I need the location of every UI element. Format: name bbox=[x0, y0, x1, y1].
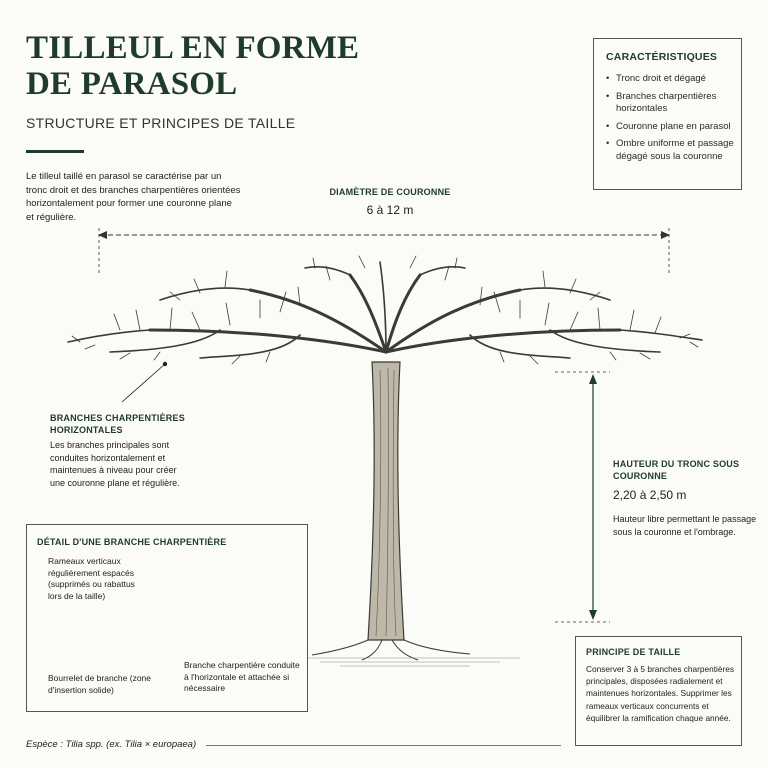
pruning-text: Conserver 3 à 5 branches charpentières p… bbox=[586, 663, 736, 724]
species-caption: Espèce : Tilia spp. (ex. Tilia × europae… bbox=[26, 739, 196, 750]
page-title: TILLEUL EN FORME DE PARASOL bbox=[26, 30, 386, 102]
crown-diameter-value: 6 à 12 m bbox=[300, 203, 480, 217]
list-item: Tronc droit et dégagé bbox=[606, 73, 736, 86]
trunk-height-dimension bbox=[555, 372, 610, 622]
trunk-height-value: 2,20 à 2,50 m bbox=[613, 488, 686, 502]
ground bbox=[300, 658, 520, 666]
list-item: Ombre uniforme et passage dégagé sous la… bbox=[606, 138, 736, 163]
branches-text: Les branches principales sont conduites … bbox=[50, 439, 190, 489]
characteristics-list: Tronc droit et dégagé Branches charpenti… bbox=[606, 73, 736, 168]
footer-divider bbox=[206, 745, 561, 746]
characteristics-heading: CARACTÉRISTIQUES bbox=[606, 51, 717, 63]
trunk-height-label: HAUTEUR DU TRONC SOUS COURONNE bbox=[613, 458, 743, 482]
list-item: Branches charpentières horizontales bbox=[606, 91, 736, 116]
crown-diameter-label: DIAMÈTRE DE COURONNE bbox=[300, 187, 480, 197]
characteristics-box: CARACTÉRISTIQUES Tronc droit et dégagé B… bbox=[593, 38, 742, 190]
page-subtitle: STRUCTURE ET PRINCIPES DE TAILLE bbox=[26, 115, 295, 131]
tree-trunk bbox=[312, 362, 470, 660]
pruning-principle-box: PRINCIPE DE TAILLE Conserver 3 à 5 branc… bbox=[575, 636, 742, 746]
detail-rameaux-label: Rameaux verticaux régulièrement espacés … bbox=[48, 556, 148, 602]
detail-bourrelet-label: Bourrelet de branche (zone d'insertion s… bbox=[48, 673, 158, 696]
branches-label: BRANCHES CHARPENTIÈRES HORIZONTALES bbox=[50, 412, 210, 436]
tree-crown bbox=[68, 256, 702, 364]
title-divider bbox=[26, 150, 84, 153]
crown-diameter-dimension bbox=[98, 228, 670, 275]
pruning-heading: PRINCIPE DE TAILLE bbox=[586, 647, 680, 657]
trunk-height-text: Hauteur libre permettant le passage sous… bbox=[613, 513, 763, 538]
branch-detail-heading: DÉTAIL D'UNE BRANCHE CHARPENTIÈRE bbox=[37, 537, 226, 547]
branches-leader bbox=[122, 362, 167, 402]
intro-text: Le tilleul taillé en parasol se caractér… bbox=[26, 170, 241, 224]
list-item: Couronne plane en parasol bbox=[606, 121, 736, 134]
detail-branche-label: Branche charpentière conduite à l'horizo… bbox=[184, 660, 304, 695]
